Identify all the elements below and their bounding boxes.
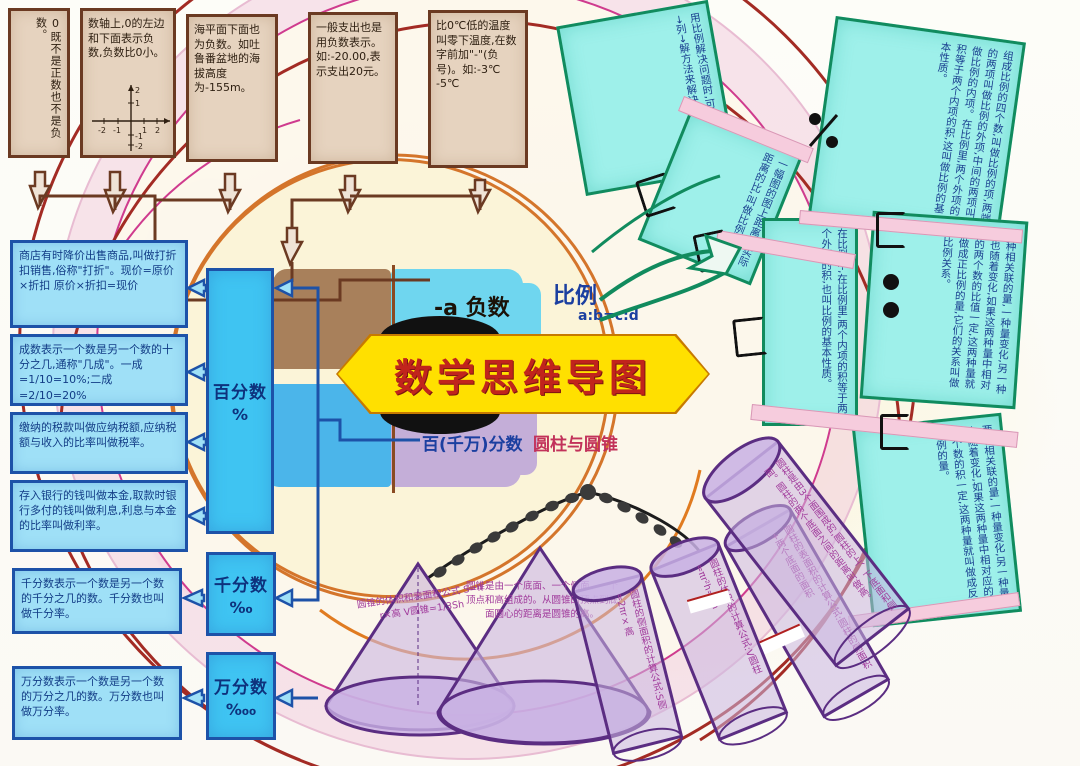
cylinder-4: 圆柱是由3个面围成的,圆柱的上、下底面和侧面。圆柱的两个底面之间的距离叫做高。 xyxy=(687,419,924,681)
percent-detail-box-6: 万分数表示一个数是另一个数的万分之几的数。万分数也叫做万分率。 xyxy=(12,666,182,740)
percent-detail-box-5: 千分数表示一个数是另一个数的千分之几的数。千分数也叫做千分率。 xyxy=(12,568,182,634)
node-baifenshu: 百分数 % xyxy=(206,268,274,534)
svg-text:1: 1 xyxy=(142,126,147,135)
negative-box-4: 一般支出也是用负数表示。如:-20.00,表示支出20元。 xyxy=(308,12,398,164)
node-baifenshu-label: 百分数 xyxy=(213,383,267,403)
negative-box-2-text: 数轴上,0的左边和下面表示负数,负数比0小。 xyxy=(88,17,165,60)
svg-text:-1: -1 xyxy=(135,132,143,141)
quadrant-label-cylinder: 圆柱与圆锥 xyxy=(533,435,618,455)
node-wanfenshu-symbol: ‱ xyxy=(225,700,257,719)
cone-2-text: 圆锥是由一个底面、一个侧面、一个顶点和高组成的。从圆锥的顶点到底面圆心的距离是圆… xyxy=(465,581,618,620)
node-baifenshu-symbol: % xyxy=(231,405,249,424)
node-qianfenshu-label: 千分数 xyxy=(214,576,268,596)
svg-text:-1: -1 xyxy=(113,126,121,135)
binder-clip-icon-4 xyxy=(876,212,906,248)
node-qianfenshu-symbol: ‰ xyxy=(229,598,253,617)
negative-box-3: 海平面下面也为负数。如吐鲁番盆地的海拔高度为-155m。 xyxy=(186,14,278,162)
quadrant-label-negative: -a 负数 xyxy=(434,296,510,321)
title-banner: 数学思维导图 xyxy=(338,336,708,412)
svg-text:-2: -2 xyxy=(135,142,143,151)
cylinder-1: 圆柱的侧面积的计算公式:S侧=2πr×高 xyxy=(563,556,693,766)
percent-detail-box-3: 缴纳的税款叫做应纳税额,应纳税额与收入的比率叫做税率。 xyxy=(10,412,188,474)
svg-text:1: 1 xyxy=(135,99,140,108)
negative-box-2: 数轴上,0的左边和下面表示负数,负数比0小。 -2 -1 1 2 2 1 -1 … xyxy=(80,8,176,158)
binder-clip-icon-5 xyxy=(880,414,910,450)
quadrant-label-ratio-formula: a:b=c:d xyxy=(578,308,639,324)
cone-2: 圆锥是由一个底面、一个侧面、一个顶点和高组成的。从圆锥的顶点到底面圆心的距离是圆… xyxy=(428,542,678,762)
double-dot-icon xyxy=(883,274,899,318)
svg-text:2: 2 xyxy=(135,86,140,95)
page-title: 数学思维导图 xyxy=(393,355,652,400)
negative-box-1: 0既不是正数也不是负数。 xyxy=(8,8,70,158)
percent-detail-box-4: 存入银行的钱叫做本金,取款时银行多付的钱叫做利息,利息与本金的比率叫做利率。 xyxy=(10,480,188,552)
negative-box-5: 比0℃低的温度叫零下温度,在数字前加"-"(负号)。如:-3℃ -5℃ xyxy=(428,10,528,168)
binder-clip-icon-3 xyxy=(732,316,768,358)
svg-text:-2: -2 xyxy=(98,126,106,135)
svg-text:2: 2 xyxy=(155,126,160,135)
node-wanfenshu-label: 万分数 xyxy=(214,678,268,698)
node-qianfenshu: 千分数 ‰ xyxy=(206,552,276,636)
percent-detail-box-1: 商店有时降价出售商品,叫做打折扣销售,俗称"打折"。现价=原价×折扣 原价×折扣… xyxy=(10,240,188,328)
percent-detail-box-2: 成数表示一个数是另一个数的十分之几,通称"几成"。一成=1/10=10%;二成=… xyxy=(10,334,188,406)
quadrant-label-percent: 百(千万)分数 xyxy=(422,435,523,455)
quadrant-label-ratio: 比例 xyxy=(553,284,598,309)
percent-symbol-icon xyxy=(808,113,839,148)
node-wanfenshu: 万分数 ‱ xyxy=(206,652,276,740)
cylinder-2: 圆柱的体积的计算公式:V圆柱=πr²h=Sh xyxy=(639,524,800,756)
number-axis-icon: -2 -1 1 2 2 1 -1 -2 xyxy=(92,85,170,151)
